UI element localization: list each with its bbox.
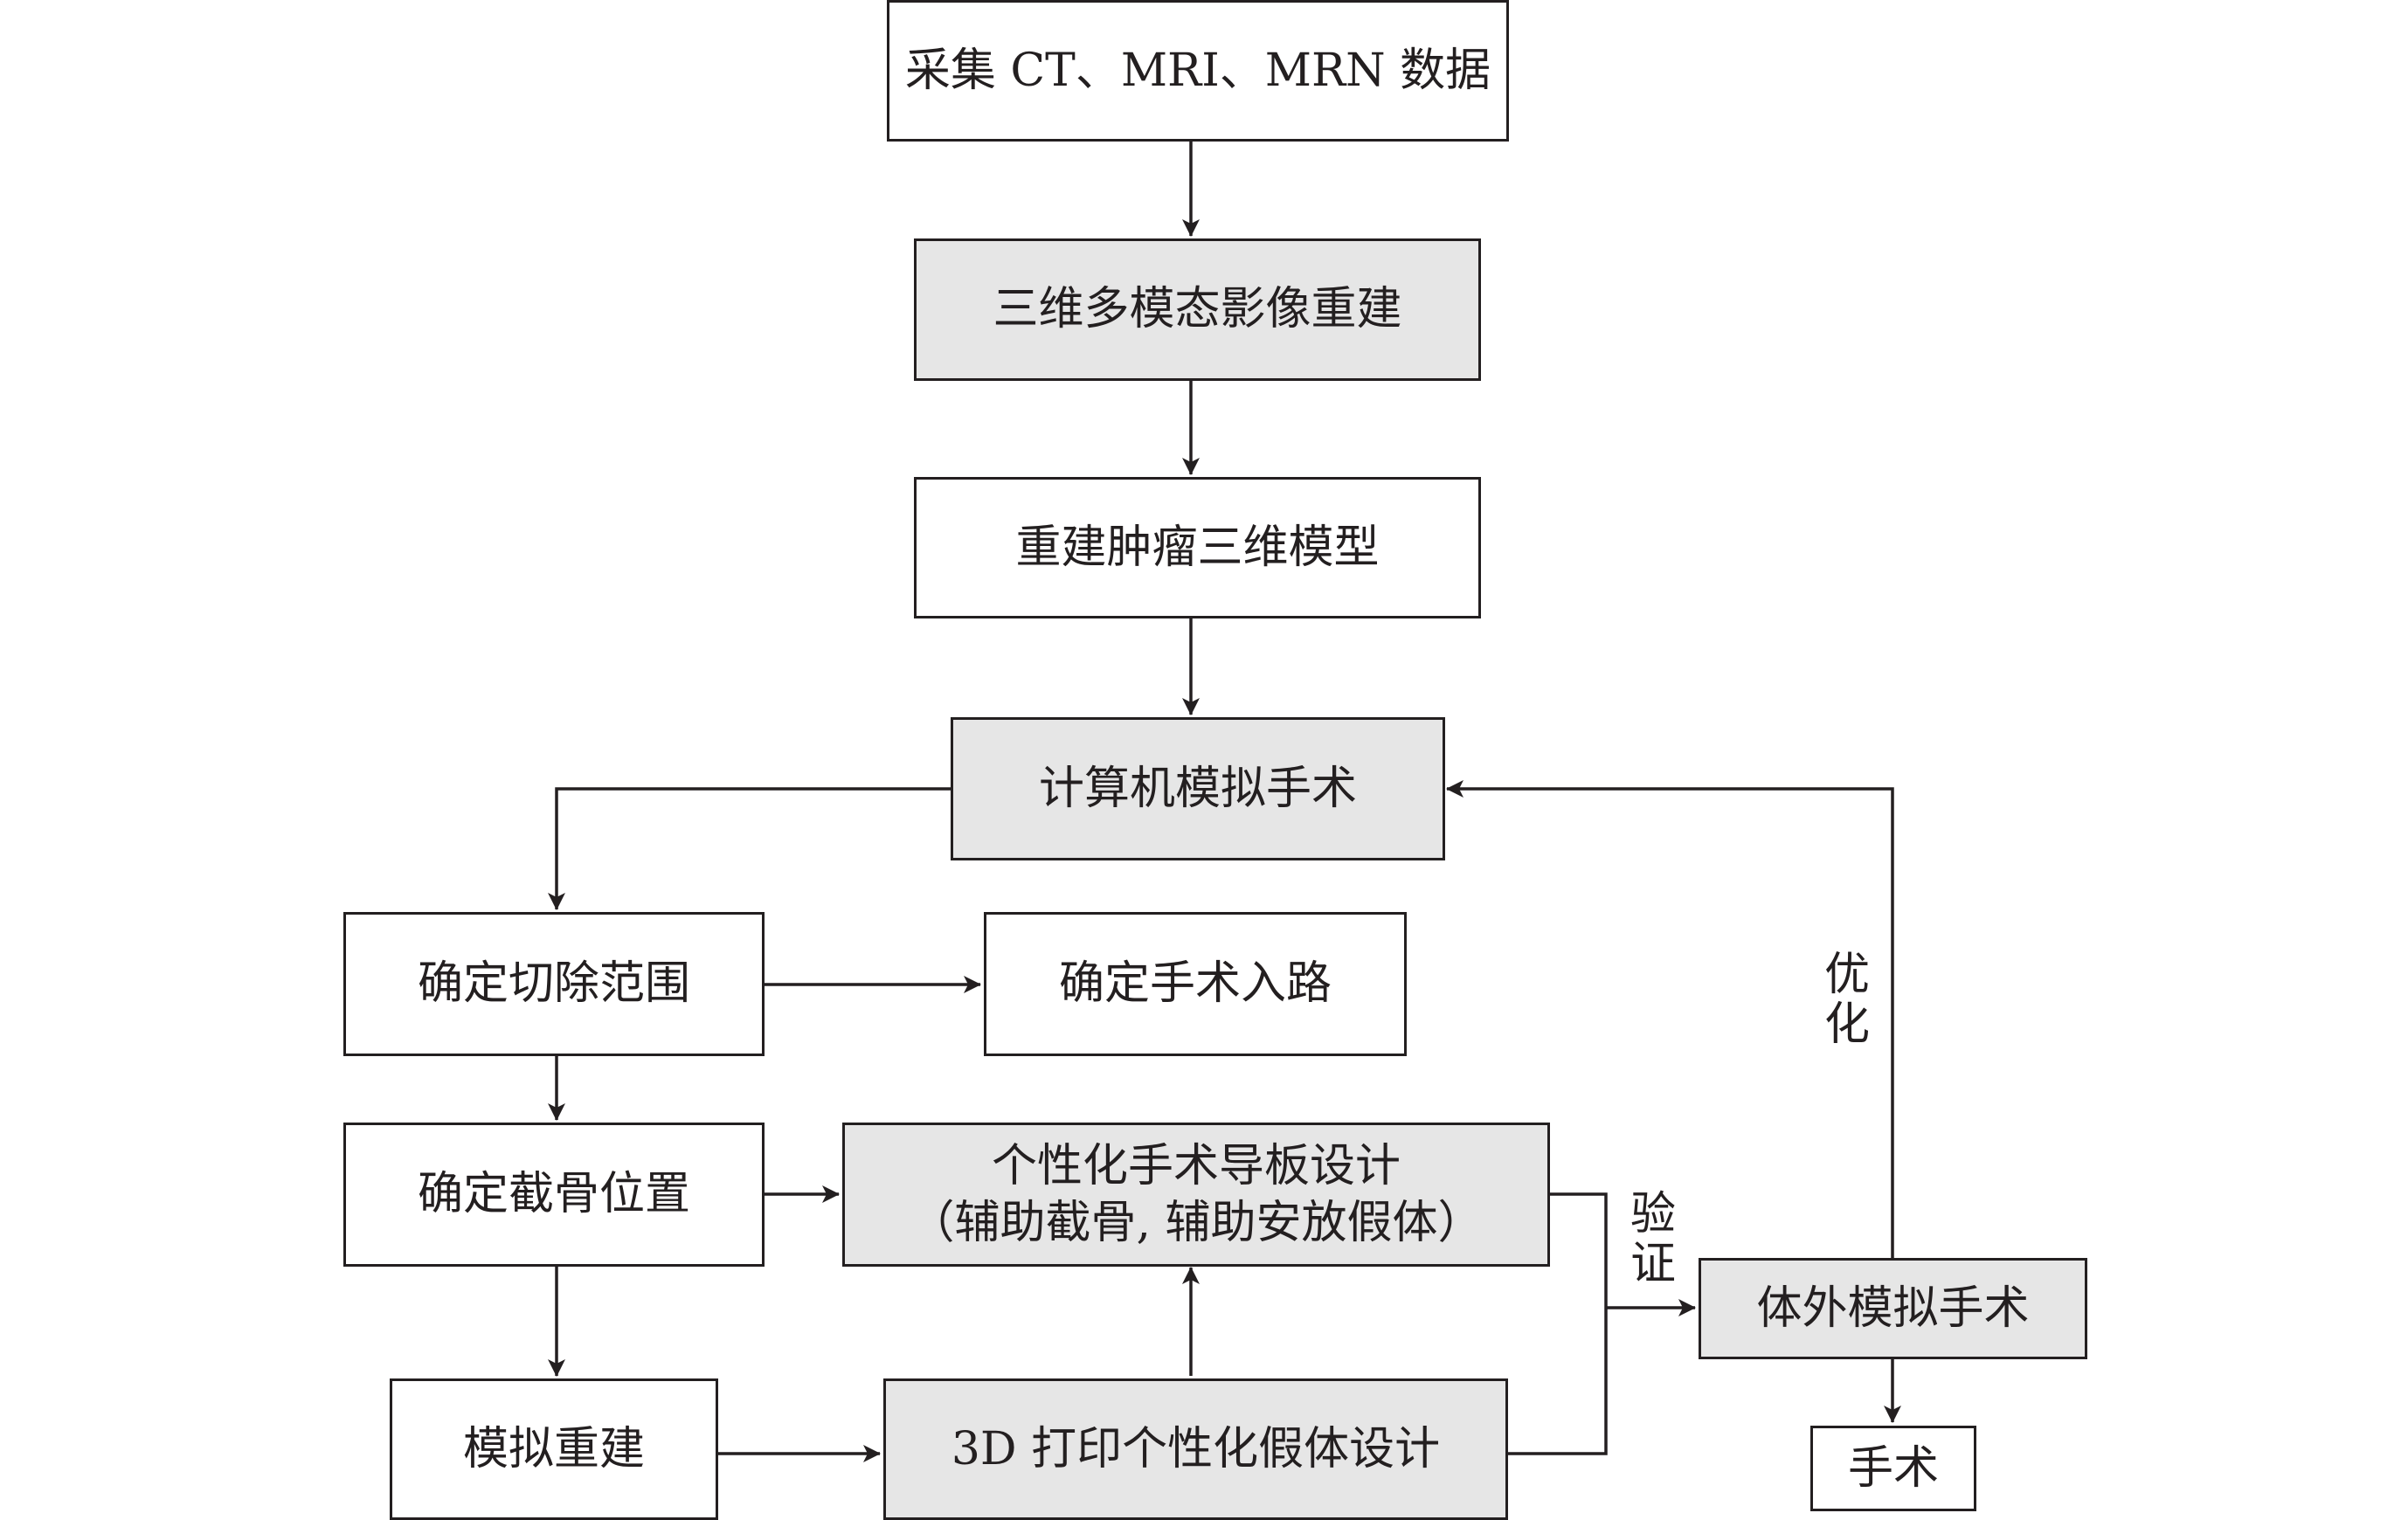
edge-in-vitro-to-computer-sim [1446,780,1894,1258]
node-3d-multimodal-reconstruction: 三维多模态影像重建 [914,238,1481,381]
label-verify-char-1: 验 [1630,1188,1677,1240]
node-guide-design: 个性化手术导板设计 （辅助截骨, 辅助安放假体） [842,1123,1550,1267]
node-resection-range: 确定切除范围 [343,912,765,1056]
edge-guide-to-merge [1508,1192,1608,1455]
guide-design-subtitle: （辅助截骨, 辅助安放假体） [909,1196,1484,1249]
edge-computer-sim-to-resection [548,787,951,910]
node-osteotomy-position: 确定截骨位置 [343,1123,765,1267]
label-optimize-char-1: 优 [1824,949,1871,1001]
node-surgery: 手术 [1810,1426,1976,1511]
label-verify: 验 证 [1630,1188,1677,1291]
node-surgical-approach: 确定手术入路 [984,912,1407,1056]
node-tumor-3d-model: 重建肿瘤三维模型 [914,477,1481,618]
node-in-vitro-simulated-surgery: 体外模拟手术 [1699,1258,2087,1359]
node-simulated-reconstruction: 模拟重建 [390,1378,718,1520]
label-optimize-char-2: 化 [1824,998,1871,1052]
label-verify-char-2: 证 [1630,1238,1677,1291]
guide-design-title: 个性化手术导板设计 [991,1139,1401,1192]
node-3d-printed-prosthesis-design: 3D 打印个性化假体设计 [883,1378,1508,1520]
label-optimize: 优 化 [1824,950,1870,1050]
node-computer-simulated-surgery: 计算机模拟手术 [951,717,1445,860]
node-collect-data: 采集 CT、MRI、MRN 数据 [887,0,1509,142]
